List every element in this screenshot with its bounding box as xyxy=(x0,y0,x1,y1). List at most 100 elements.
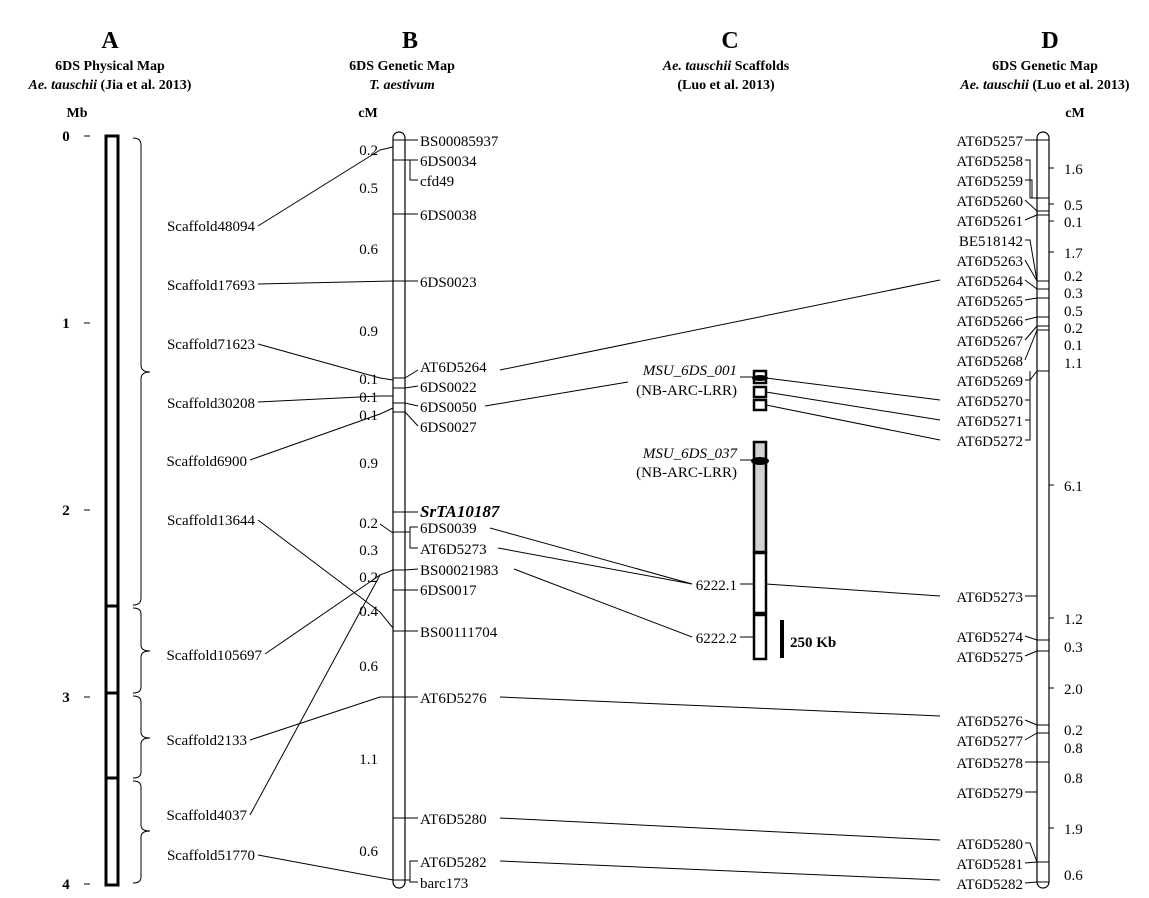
nb-arc-lrr-gene-marker xyxy=(751,457,769,465)
distance-label: 1.6 xyxy=(1064,162,1083,178)
panel-c-title: Ae. tauschii Scaffolds xyxy=(662,59,790,74)
panel-c-title-species: Ae. tauschii xyxy=(662,59,732,74)
panel-d-marker-ticks xyxy=(1025,139,1054,883)
scale-bar-label: 250 Kb xyxy=(790,635,836,651)
marker-label: AT6D5279 xyxy=(956,786,1023,802)
distance-label: 0.1 xyxy=(1064,215,1083,231)
panel-b-header: B 6DS Genetic Map T. aestivum cM xyxy=(349,28,455,121)
panel-a-subtitle: Ae. tauschii (Jia et al. 2013) xyxy=(28,78,192,93)
marker-label: AT6D5263 xyxy=(956,254,1023,270)
scaffold-brackets xyxy=(132,137,151,884)
marker-label: AT6D5273 xyxy=(420,542,487,558)
distance-label: 0.1 xyxy=(1064,338,1083,354)
panel-a-subtitle-ref: (Jia et al. 2013) xyxy=(97,78,192,93)
scaffold-position: 6222.2 xyxy=(696,631,737,647)
marker-label: AT6D5265 xyxy=(956,294,1023,310)
marker-label: 6DS0038 xyxy=(420,208,477,224)
panel-b-marker-labels: BS00085937 6DS0034 cfd49 6DS0038 6DS0023… xyxy=(420,134,501,892)
panel-a-letter: A xyxy=(101,28,119,54)
distance-label: 0.5 xyxy=(359,181,378,197)
panel-b-title: 6DS Genetic Map xyxy=(349,59,455,74)
highlighted-marker: SrTA10187 xyxy=(420,502,501,521)
distance-label: 0.4 xyxy=(359,604,378,620)
panel-d-subtitle-ref: (Luo et al. 2013) xyxy=(1029,78,1130,93)
scaffold-name: MSU_6DS_037 xyxy=(642,446,739,462)
distance-label: 0.1 xyxy=(359,390,378,406)
scaffold-name: MSU_6DS_001 xyxy=(642,363,737,379)
distance-label: 0.6 xyxy=(359,844,378,860)
panel-a-physical-map: 0 1 2 3 4 Scaffold48094 Scaffold17693 Sc… xyxy=(62,129,262,893)
marker-label: barc173 xyxy=(420,876,468,892)
mb-tick-0: 0 xyxy=(62,129,70,145)
mb-tick-3: 3 xyxy=(62,690,70,706)
distance-label: 0.2 xyxy=(359,516,378,532)
marker-label: AT6D5276 xyxy=(956,714,1023,730)
marker-label: AT6D5271 xyxy=(956,414,1023,430)
panel-d-subtitle: Ae. tauschii (Luo et al. 2013) xyxy=(959,78,1130,93)
panel-a-subtitle-species: Ae. tauschii xyxy=(28,78,98,93)
cross-panel-connector-lines xyxy=(484,279,941,881)
panel-c-subtitle: (Luo et al. 2013) xyxy=(677,78,775,93)
panel-a-title: 6DS Physical Map xyxy=(55,59,165,74)
scaffold-labels: Scaffold48094 Scaffold17693 Scaffold7162… xyxy=(166,219,262,864)
marker-label: BS00085937 xyxy=(420,134,499,150)
mb-tick-2: 2 xyxy=(62,503,70,519)
scaffold-msu-001: MSU_6DS_001 (NB-ARC-LRR) xyxy=(636,363,768,412)
scaffold-label: Scaffold105697 xyxy=(166,648,262,664)
chromosome-d xyxy=(1036,131,1050,889)
panel-d-distance-labels: 1.6 0.5 0.1 1.7 0.2 0.3 0.5 0.2 0.1 1.1 … xyxy=(1064,162,1083,884)
panel-c-title-rest: Scaffolds xyxy=(731,59,790,74)
marker-label: AT6D5261 xyxy=(956,214,1023,230)
marker-label: AT6D5280 xyxy=(956,837,1023,853)
panel-c-header: C Ae. tauschii Scaffolds (Luo et al. 201… xyxy=(662,28,790,93)
panel-d-leaders xyxy=(1024,139,1038,884)
panel-b-distance-labels: 0.2 0.5 0.6 0.9 0.1 0.1 0.1 0.9 0.2 0.3 … xyxy=(359,143,378,860)
distance-label: 1.1 xyxy=(359,752,378,768)
marker-label: AT6D5277 xyxy=(956,734,1023,750)
scaffold-label: Scaffold13644 xyxy=(167,513,256,529)
distance-label: 0.2 xyxy=(1064,321,1083,337)
marker-label: AT6D5268 xyxy=(956,354,1023,370)
scaffold-label: Scaffold71623 xyxy=(167,337,255,353)
scaffold-label: Scaffold51770 xyxy=(167,848,255,864)
marker-label: AT6D5259 xyxy=(956,174,1023,190)
marker-label: AT6D5282 xyxy=(956,877,1023,893)
distance-label: 6.1 xyxy=(1064,479,1083,495)
marker-label: AT6D5276 xyxy=(420,691,487,707)
marker-label: AT6D5264 xyxy=(420,360,487,376)
mb-tick-4: 4 xyxy=(62,877,70,893)
distance-label: 0.3 xyxy=(359,543,378,559)
scaffold-position: 6222.1 xyxy=(696,578,737,594)
distance-label: 0.2 xyxy=(359,143,378,159)
panel-d-title: 6DS Genetic Map xyxy=(992,59,1098,74)
scaffold-label: Scaffold2133 xyxy=(166,733,247,749)
marker-label: AT6D5270 xyxy=(956,394,1023,410)
panel-b-letter: B xyxy=(402,28,418,54)
panel-d-subtitle-species: Ae. tauschii xyxy=(959,78,1029,93)
marker-label: AT6D5275 xyxy=(956,650,1023,666)
marker-label: AT6D5272 xyxy=(956,434,1023,450)
marker-label: AT6D5282 xyxy=(420,855,487,871)
distance-label: 0.5 xyxy=(1064,198,1083,214)
physical-chromosome-bar xyxy=(104,134,120,887)
marker-label: BS00021983 xyxy=(420,563,498,579)
panel-a-unit: Mb xyxy=(67,106,88,121)
distance-label: 1.2 xyxy=(1064,612,1083,628)
scaffold-label: Scaffold30208 xyxy=(167,396,255,412)
distance-label: 0.8 xyxy=(1064,741,1083,757)
distance-label: 0.9 xyxy=(359,456,378,472)
distance-label: 0.8 xyxy=(1064,771,1083,787)
a-b-connector-lines xyxy=(249,149,394,881)
distance-label: 0.2 xyxy=(1064,269,1083,285)
panel-a-header: A 6DS Physical Map Ae. tauschii (Jia et … xyxy=(28,28,192,121)
nb-arc-lrr-gene-marker xyxy=(752,375,768,381)
marker-label: AT6D5273 xyxy=(956,590,1023,606)
distance-label: 0.6 xyxy=(359,659,378,675)
scale-bar: 250 Kb xyxy=(780,620,836,658)
panel-d-unit: cM xyxy=(1065,106,1084,121)
distance-label: 0.6 xyxy=(359,242,378,258)
marker-label: 6DS0027 xyxy=(420,420,477,436)
chromosome-b xyxy=(392,131,406,889)
marker-label: AT6D5260 xyxy=(956,194,1023,210)
